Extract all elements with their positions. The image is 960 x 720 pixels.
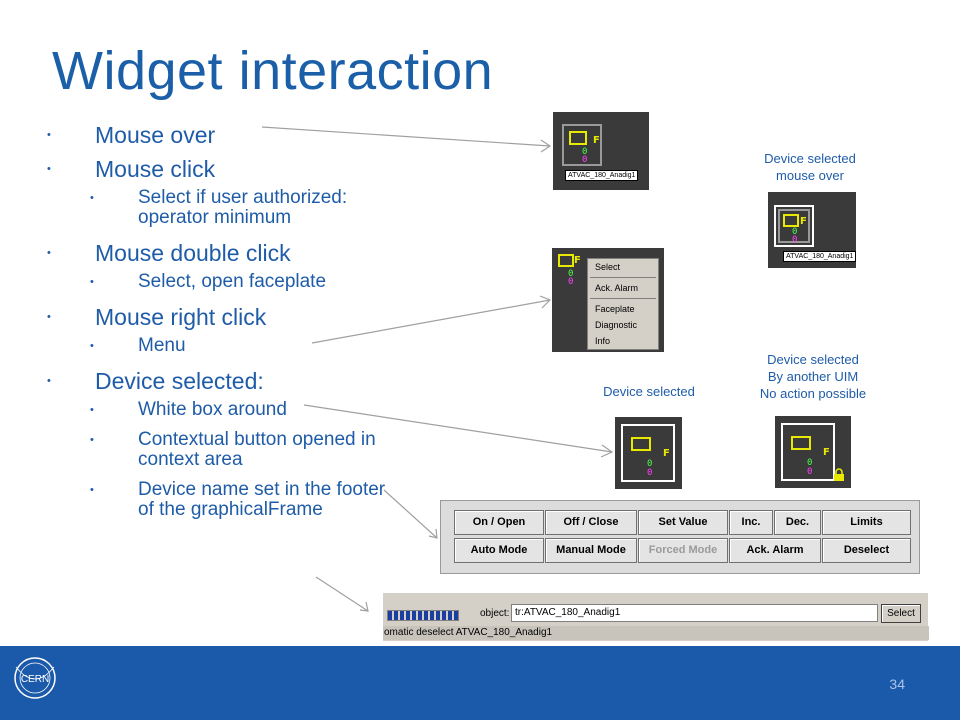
widget-selected[interactable]: F 0 0 bbox=[615, 417, 682, 489]
auto-mode-button[interactable]: Auto Mode bbox=[454, 538, 544, 563]
bullet-mouse-double-click: Mouse double click bbox=[40, 238, 400, 268]
sub-bullet-menu: Menu bbox=[40, 336, 400, 357]
selection-box bbox=[774, 205, 814, 247]
dec-button[interactable]: Dec. bbox=[774, 510, 821, 535]
selection-box bbox=[781, 423, 835, 481]
flag-label: F bbox=[663, 448, 670, 459]
value-magenta: 0 bbox=[807, 467, 813, 477]
hover-box bbox=[778, 209, 810, 243]
value-magenta: 0 bbox=[792, 235, 798, 245]
value-green: 0 bbox=[568, 269, 574, 279]
menu-item-ack-alarm[interactable]: Ack. Alarm bbox=[595, 283, 639, 293]
device-symbol-icon bbox=[783, 214, 799, 227]
widget-right-click[interactable]: F 0 0 Select Ack. Alarm Faceplate Diagno… bbox=[552, 248, 664, 352]
forced-mode-button[interactable]: Forced Mode bbox=[638, 538, 728, 563]
widget-selected-mouse-over[interactable]: F 0 0 ATVAC_180_Anadig1 bbox=[768, 192, 857, 268]
deselect-button[interactable]: Deselect bbox=[822, 538, 911, 563]
caption-line: Device selected bbox=[767, 352, 859, 367]
bullet-list: Mouse over Mouse click Select if user au… bbox=[40, 120, 400, 530]
menu-item-select[interactable]: Select bbox=[595, 262, 621, 272]
value-magenta: 0 bbox=[647, 468, 653, 478]
device-name-label: ATVAC_180_Anadig1 bbox=[783, 251, 857, 262]
logo-text: CERN bbox=[21, 674, 49, 685]
flag-label: F bbox=[593, 135, 600, 146]
value-green: 0 bbox=[807, 458, 813, 468]
bullet-device-selected: Device selected: bbox=[40, 366, 400, 396]
value-green: 0 bbox=[582, 147, 588, 157]
status-line: omatic deselect ATVAC_180_Anadig1 bbox=[383, 626, 929, 640]
on-open-button[interactable]: On / Open bbox=[454, 510, 544, 535]
sub-bullet-device-name-footer: Device name set in the footer of the gra… bbox=[40, 480, 400, 520]
object-field[interactable]: tr:ATVAC_180_Anadig1 bbox=[511, 604, 878, 622]
slide-title: Widget interaction bbox=[52, 41, 494, 101]
sub-bullet-open-faceplate: Select, open faceplate bbox=[40, 272, 400, 293]
selection-box bbox=[621, 424, 675, 482]
hover-box bbox=[562, 124, 602, 166]
sub-bullet-contextual-button: Contextual button opened in context area bbox=[40, 430, 400, 470]
caption-line: By another UIM bbox=[767, 369, 859, 384]
inc-button[interactable]: Inc. bbox=[729, 510, 773, 535]
set-value-button[interactable]: Set Value bbox=[638, 510, 728, 535]
bullet-mouse-over: Mouse over bbox=[40, 120, 400, 150]
value-green: 0 bbox=[792, 227, 798, 237]
device-symbol-icon bbox=[558, 254, 574, 267]
object-label: object: bbox=[480, 608, 510, 619]
manual-mode-button[interactable]: Manual Mode bbox=[545, 538, 637, 563]
graphical-frame-footer: object: tr:ATVAC_180_Anadig1 Select omat… bbox=[383, 592, 929, 641]
off-close-button[interactable]: Off / Close bbox=[545, 510, 637, 535]
caption-line: Device selected bbox=[764, 151, 856, 166]
footer-bar: CERN 34 bbox=[0, 646, 960, 720]
caption-selected-mouse-over: Device selected mouse over bbox=[740, 150, 880, 184]
menu-item-diagnostic[interactable]: Diagnostic bbox=[595, 320, 638, 330]
menu-item-faceplate[interactable]: Faceplate bbox=[595, 304, 635, 314]
sub-bullet-white-box: White box around bbox=[40, 400, 400, 421]
context-menu: Select Ack. Alarm Faceplate Diagnostic I… bbox=[587, 258, 659, 350]
device-symbol-icon bbox=[631, 437, 651, 451]
value-magenta: 0 bbox=[568, 277, 574, 287]
caption-another-uim: Device selected By another UIM No action… bbox=[738, 351, 888, 402]
device-symbol-icon bbox=[791, 436, 811, 450]
limits-button[interactable]: Limits bbox=[822, 510, 911, 535]
menu-separator bbox=[590, 277, 656, 278]
device-symbol-icon bbox=[569, 131, 587, 145]
value-green: 0 bbox=[647, 459, 653, 469]
cern-logo-icon: CERN bbox=[14, 657, 56, 699]
select-button[interactable]: Select bbox=[881, 604, 921, 623]
menu-separator bbox=[590, 298, 656, 299]
flag-label: F bbox=[823, 447, 830, 458]
lock-icon bbox=[834, 468, 844, 481]
bullet-mouse-right-click: Mouse right click bbox=[40, 302, 400, 332]
page-number: 34 bbox=[889, 676, 905, 692]
flag-label: F bbox=[574, 255, 581, 266]
value-magenta: 0 bbox=[582, 155, 588, 165]
caption-device-selected: Device selected bbox=[603, 384, 695, 399]
menu-item-info[interactable]: Info bbox=[595, 336, 611, 346]
contextual-button-panel: On / Open Off / Close Set Value Inc. Dec… bbox=[440, 500, 920, 574]
progress-indicator bbox=[387, 610, 459, 621]
sub-bullet-select-authorized: Select if user authorized: operator mini… bbox=[40, 188, 400, 228]
widget-selected-another-uim[interactable]: F 0 0 bbox=[775, 416, 851, 488]
device-name-label: ATVAC_180_Anadig1 bbox=[565, 170, 639, 181]
ack-alarm-button[interactable]: Ack. Alarm bbox=[729, 538, 821, 563]
widget-mouse-over[interactable]: F 0 0 ATVAC_180_Anadig1 bbox=[553, 112, 649, 190]
bullet-mouse-click: Mouse click bbox=[40, 154, 400, 184]
caption-line: No action possible bbox=[759, 386, 867, 401]
caption-line: mouse over bbox=[776, 168, 844, 183]
flag-label: F bbox=[800, 216, 807, 227]
